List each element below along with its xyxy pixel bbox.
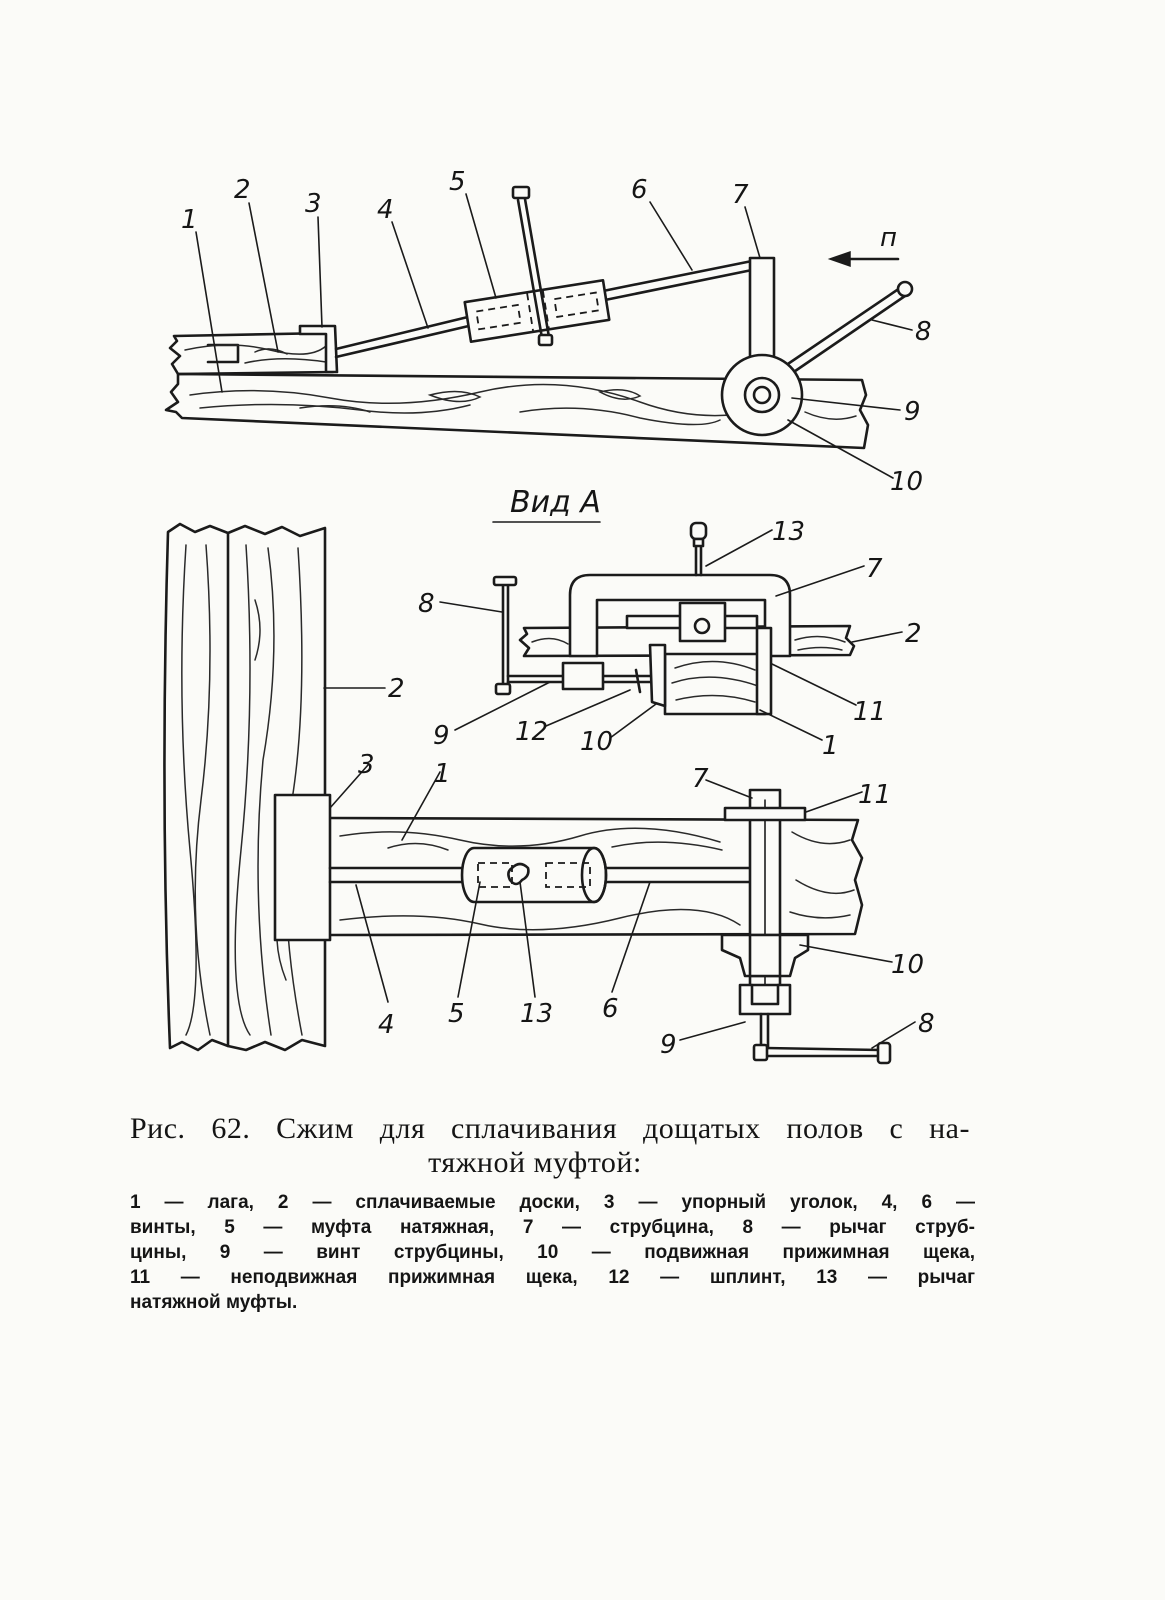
view-a-clamp-lever [492,575,518,696]
side-callout-2: 2 [234,175,251,205]
side-callout-5: 5 [449,167,466,197]
side-lag [164,372,870,450]
side-callout-10: 10 [890,467,923,497]
side-board [168,331,335,376]
legend-line-2: винты, 5 — муфта натяжная, 7 — струбцина… [130,1217,975,1238]
side-callout-8: 8 [915,317,932,347]
view-a: Вид А [418,485,922,761]
arrow-label: п [880,223,897,253]
view-a-callout-1: 1 [822,731,839,761]
plan-coupling-slot [507,862,530,886]
plan-callout-2: 2 [388,674,405,704]
legend-line-4: 11 — неподвижная прижимная щека, 12 — шп… [130,1267,975,1288]
side-coupling-lever [511,185,554,347]
plan-callout-4: 4 [378,1010,395,1040]
view-a-coupling-lever [689,521,708,577]
legend-line-5: натяжной муфты. [130,1292,298,1313]
view-a-callout-2: 2 [905,619,922,649]
view-a-callout-12: 12 [515,717,548,747]
side-view: п 1 2 3 4 5 6 7 8 9 10 [164,167,932,497]
side-callout-9: 9 [904,397,921,427]
view-a-callout-11: 11 [853,697,886,727]
plan-view: 2 3 1 7 11 4 5 13 6 10 9 8 [163,522,935,1065]
figure-caption-line-1: Рис. 62. Сжим для сплачивания дощатых по… [130,1112,970,1145]
view-a-title: Вид А [510,485,601,520]
side-callout-3: 3 [305,189,322,219]
plan-callout-1: 1 [434,759,451,789]
plan-boards [163,522,327,1052]
side-leaders [195,193,913,479]
view-a-leaders [439,529,903,741]
view-a-fixed-cheek [755,626,773,716]
side-callout-4: 4 [377,195,394,225]
plan-fixed-cheek [723,806,807,822]
view-a-callout-9: 9 [433,721,450,751]
plan-callout-11: 11 [858,780,891,810]
plan-screw-4 [328,866,466,884]
view-a-screw-housing [561,661,605,691]
side-clamp-jaw [720,353,804,437]
side-stop-angle [298,324,339,374]
view-a-callout-13: 13 [772,517,805,547]
legend-line-3: цины, 9 — винт струбцины, 10 — подвижная… [130,1242,975,1263]
plan-callout-5: 5 [448,999,465,1029]
plan-clamp-screw [738,983,792,1050]
side-clamp-lever [774,280,914,382]
force-arrow [827,250,900,268]
plan-clamp-lever [752,1041,892,1065]
plan-callout-3: 3 [358,750,375,780]
side-screw-6 [601,259,754,302]
view-a-moving-cheek [648,643,667,708]
plan-clamp-lower [748,933,782,978]
plan-callout-10: 10 [891,950,924,980]
side-callout-6: 6 [631,175,648,205]
plan-callout-8: 8 [918,1009,935,1039]
side-callout-7: 7 [732,180,749,210]
side-callout-1: 1 [181,205,198,235]
view-a-callout-8: 8 [418,589,435,619]
legend-line-1: 1 — лага, 2 — сплачиваемые доски, 3 — уп… [130,1192,975,1213]
side-clamp [748,256,776,374]
plan-callout-7: 7 [692,764,709,794]
side-screw-4 [334,314,475,359]
plan-coupling [460,846,608,904]
figure-caption-line-2: тяжной муфтой: [428,1146,642,1179]
view-a-clamp [568,573,792,658]
plan-lag [328,816,864,937]
view-a-pivot-housing [625,601,759,643]
plan-screw-6 [602,866,754,884]
plan-callout-13: 13 [520,999,553,1029]
view-a-callout-7: 7 [866,554,883,584]
plan-callout-6: 6 [602,994,619,1024]
plan-stop-angle [273,793,332,942]
view-a-lag [663,652,767,716]
view-a-callout-10: 10 [580,727,613,757]
view-a-cotter-pin [634,668,642,694]
plan-leaders [323,687,916,1049]
plan-callout-9: 9 [660,1030,677,1060]
